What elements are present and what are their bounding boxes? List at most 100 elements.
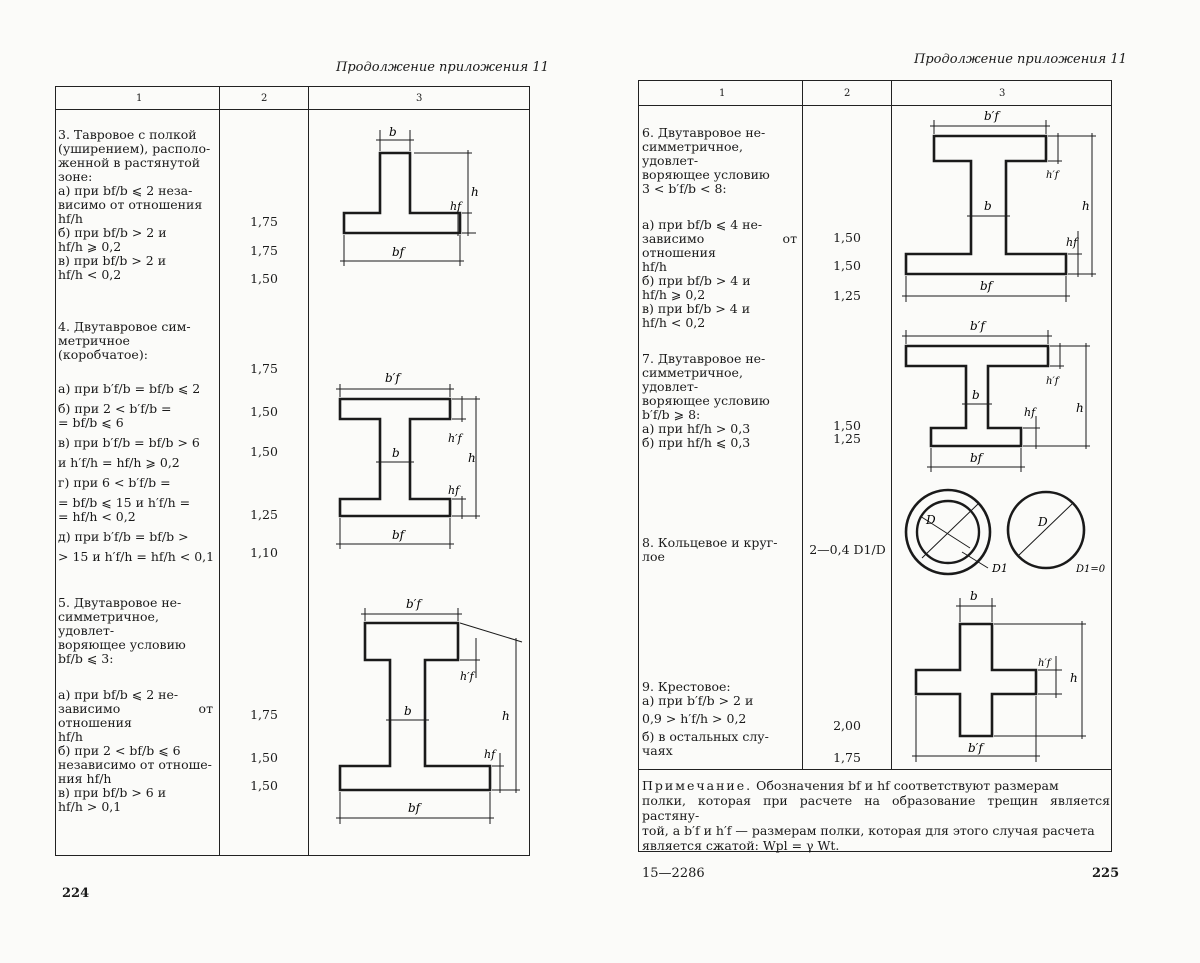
text-line: метричное (коробчатое): xyxy=(58,333,148,362)
coef-value: 1,25 xyxy=(250,507,278,522)
bf-prime-label: b′f xyxy=(406,598,423,611)
text-line: а) при hf/h > 0,3 xyxy=(642,421,751,436)
note-divider xyxy=(639,769,1111,770)
coef-value: 1,50 xyxy=(833,230,861,245)
text-line: б) при hf/h ⩽ 0,3 xyxy=(642,435,751,450)
coef-value: 1,50 xyxy=(250,444,278,459)
column-divider xyxy=(308,87,309,855)
bf-prime-label: b′f xyxy=(385,371,402,385)
hf-prime-label: h′f xyxy=(1046,376,1061,387)
coef-value: 1,50 xyxy=(250,750,278,765)
text-line: hf/h < 0,2 xyxy=(642,315,706,330)
coef-value: 1,50 xyxy=(833,258,861,273)
left-page-header: Продолжение приложения 11 xyxy=(336,60,549,75)
coef-formula: 2—0,4 D1/D xyxy=(809,542,886,557)
D-label: D xyxy=(1037,515,1048,529)
bf-label: bf xyxy=(392,245,407,259)
note-line: полки, которая при расчете на образовани… xyxy=(642,793,1110,823)
text-line: зоне: xyxy=(58,169,93,184)
cross-section-figure: b h h′f b′f xyxy=(912,589,1086,762)
text-line: а) при bf/b ⩽ 2 неза- xyxy=(58,183,193,198)
text-line: чаях xyxy=(642,743,673,758)
header-divider xyxy=(56,109,529,110)
coef-value: 1,25 xyxy=(833,431,861,446)
text-line: симметричное, удовлет- xyxy=(58,609,159,638)
D-label: D xyxy=(925,513,936,527)
row-8-text: 8. Кольцевое и круг- лое xyxy=(642,536,797,564)
page-number: 225 xyxy=(1092,866,1120,881)
text-line: воряющее условию xyxy=(58,637,186,652)
coef-value: 1,10 xyxy=(250,545,278,560)
text-line: hf/h xyxy=(58,729,83,744)
column-divider xyxy=(219,87,220,855)
column-divider xyxy=(802,81,803,769)
hf-prime-label: h′f xyxy=(1038,658,1053,669)
h-label: h xyxy=(1082,199,1090,213)
note-title: Примечание. xyxy=(642,778,753,793)
text-line: b′f/b ⩾ 8: xyxy=(642,407,701,422)
text-line: воряющее условию xyxy=(642,393,770,408)
row-7-text: 7. Двутавровое не- симметричное, удовлет… xyxy=(642,352,797,450)
row-4-text: 4. Двутавровое сим- метричное (коробчато… xyxy=(58,320,216,564)
text-line: = bf/b ⩽ 15 и h′f/h = xyxy=(58,495,191,510)
col-header-3: 3 xyxy=(416,93,423,104)
hf-label: hf xyxy=(448,484,461,497)
col-header-2: 2 xyxy=(844,88,851,99)
text-line: в) при bf/b > 4 и xyxy=(642,301,751,316)
bf-prime-label: b′f xyxy=(970,319,987,333)
text-line: 0,9 > h′f/h > 0,2 xyxy=(642,711,747,726)
b-label: b xyxy=(984,199,992,213)
text-line: симметричное, удовлет- xyxy=(642,365,743,394)
text-line: женной в растянутой xyxy=(58,155,201,170)
text-line: hf/h ⩾ 0,2 xyxy=(642,287,706,302)
text-line: в) при bf/b > 6 и xyxy=(58,785,167,800)
coef-value: 1,50 xyxy=(250,271,278,286)
text-line: воряющее условию xyxy=(642,167,770,182)
right-table: 1 2 3 xyxy=(638,80,1112,852)
text-line: = bf/b ⩽ 6 xyxy=(58,415,124,430)
bf-prime-label: b′f xyxy=(968,741,985,755)
asymmetric-i-section-figure: b′f h′f h hf b bf xyxy=(336,598,523,824)
text-line: лое xyxy=(642,549,665,564)
hf-label: hf xyxy=(484,748,497,761)
b-label: b xyxy=(972,388,980,402)
b-label: b xyxy=(970,589,978,603)
text-line: а) при b′f/b > 2 и xyxy=(642,693,754,708)
coef-value: 1,50 xyxy=(833,418,861,433)
b-label: b xyxy=(392,446,400,460)
text-line: > 15 и h′f/h = hf/h < 0,1 xyxy=(58,549,215,564)
col-header-1: 1 xyxy=(136,93,143,104)
text-line: а) при bf/b ⩽ 4 не- xyxy=(642,217,763,232)
right-page: Продолжение приложения 11 1 2 3 6. Двута… xyxy=(600,0,1200,963)
h-label: h xyxy=(502,709,510,723)
header-divider xyxy=(639,105,1111,106)
text-line: б) при 2 < bf/b ⩽ 6 xyxy=(58,743,181,758)
bf-label: bf xyxy=(980,279,995,293)
circular-sections-figure: D D1 D D1=0 xyxy=(904,488,1106,576)
coef-value: 1,75 xyxy=(250,214,278,229)
text-line: б) в остальных слу- xyxy=(642,729,769,744)
coef-value: 1,75 xyxy=(250,361,278,376)
h-label: h xyxy=(1070,671,1078,685)
col-header-1: 1 xyxy=(719,88,726,99)
text-line: б) при 2 < b′f/b = xyxy=(58,401,172,416)
row-5-text: 5. Двутавровое не- симметричное, удовлет… xyxy=(58,596,213,814)
note-line: является сжатой: Wpl = γ Wt. xyxy=(642,838,840,853)
text-line: симметричное, удовлет- xyxy=(642,139,743,168)
coef-value: 1,75 xyxy=(250,707,278,722)
note-line: той, а b′f и h′f — размерам полки, котор… xyxy=(642,823,1095,838)
text-line: висимо от отношения xyxy=(58,197,203,212)
text-line: 8. Кольцевое и круг- xyxy=(642,535,778,550)
coef-value: 1,75 xyxy=(250,243,278,258)
t-section-figure: b h hf bf xyxy=(340,125,479,266)
table-note: Примечание. Обозначения bf и hf соответс… xyxy=(642,778,1110,853)
text-line: hf/h xyxy=(58,211,83,226)
hf-label: hf xyxy=(450,200,463,213)
b-label: b xyxy=(404,704,412,718)
coef-value: 1,75 xyxy=(833,750,861,765)
row-6-i-section-figure: b′f h′f h hf b bf xyxy=(902,109,1096,302)
col-header-3: 3 xyxy=(999,88,1006,99)
col-header-2: 2 xyxy=(261,93,268,104)
text-line: в) при b′f/b = bf/b > 6 xyxy=(58,435,200,450)
text-line: hf/h xyxy=(642,259,667,274)
